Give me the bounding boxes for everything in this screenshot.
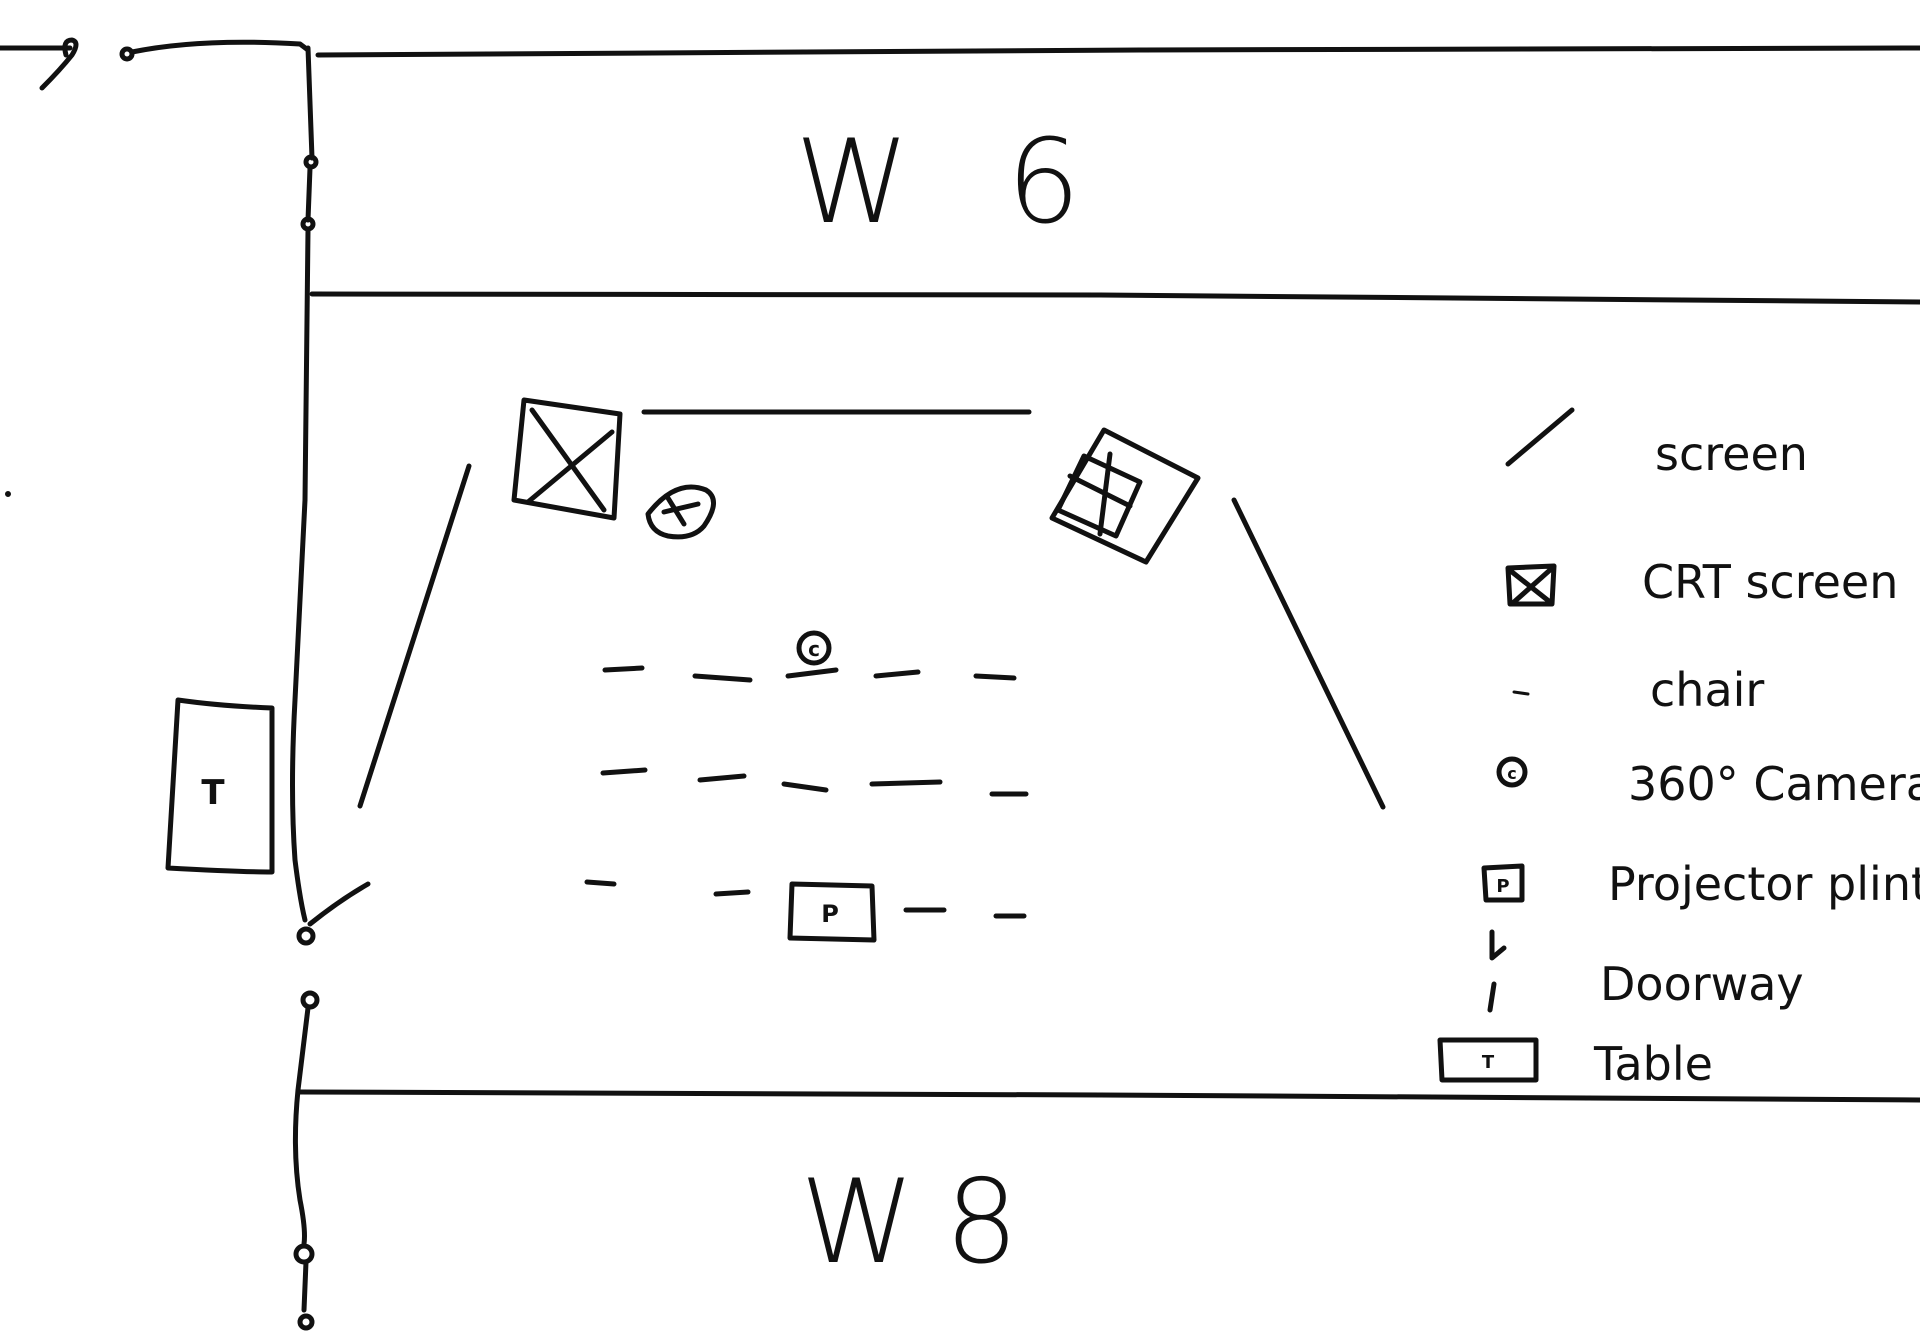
table-letter: T: [201, 773, 225, 813]
legend-label-doorway: Doorway: [1600, 957, 1804, 1011]
walls: [0, 37, 1920, 1331]
wall-w8-divider: [297, 1089, 1920, 1103]
plinth-outline: [787, 881, 877, 943]
crt-screen-left: [511, 397, 623, 521]
table-outline: [165, 697, 275, 875]
chair: [692, 673, 753, 683]
legend-camera-letter: c: [1507, 764, 1516, 783]
wall-node: [300, 990, 320, 1010]
legend-label-screen: screen: [1655, 427, 1808, 481]
camera-360-secondary: [645, 484, 716, 540]
legend-label-crt-screen: CRT screen: [1642, 555, 1898, 609]
room-label-w6: W 6: [795, 115, 1110, 250]
entry-arrow-icon: [39, 37, 79, 91]
legend-label-table: Table: [1593, 1037, 1713, 1091]
legend: screen CRT screen chair c 360° Camera P …: [1437, 407, 1920, 1091]
projector-plinth: P: [787, 881, 877, 943]
room-label-w8: W8: [800, 1155, 1049, 1290]
chair: [869, 779, 943, 787]
wall-node: [293, 1243, 315, 1265]
wall-node: [296, 926, 316, 946]
corridor-wall-middle: [290, 227, 311, 923]
table-legend-icon: [1437, 1037, 1539, 1083]
legend-plinth-letter: P: [1496, 876, 1509, 897]
camera-360: c: [796, 630, 832, 666]
screen-right: [1231, 497, 1386, 810]
chair: [713, 889, 751, 897]
corridor-wall-segment: [305, 165, 313, 223]
chairs: [584, 665, 1029, 919]
corridor-wall-upper: [305, 45, 315, 161]
projector-plinth-icon: [1481, 863, 1525, 903]
crt-outline: [511, 397, 623, 521]
wall-w6-divider: [309, 291, 1920, 305]
camera-mark: [661, 495, 701, 527]
chair-icon: [1512, 690, 1530, 696]
crt-cross: [1067, 451, 1133, 537]
chair: [781, 781, 829, 793]
legend-label-chair: chair: [1650, 663, 1764, 717]
plinth-letter: P: [821, 900, 839, 928]
legend-table-letter: T: [1482, 1052, 1495, 1073]
wall-node: [303, 154, 319, 170]
chair: [785, 667, 839, 679]
chair: [600, 767, 648, 776]
camera-ring: [796, 630, 832, 666]
legend-label-projector-plinth: Projector plinth.: [1608, 857, 1920, 911]
screen-line-icon: [1505, 407, 1575, 467]
chair: [602, 665, 645, 673]
crt-screen-icon: [1505, 563, 1557, 607]
table: T: [165, 697, 275, 875]
chair: [873, 669, 921, 679]
crt-outline: [1049, 427, 1201, 565]
camera-letter: c: [808, 637, 820, 661]
legend-label-360-camera: 360° Camera: [1628, 757, 1920, 811]
chair: [697, 773, 747, 783]
corridor-wall-end: [301, 1259, 309, 1313]
doorway-icon: [307, 881, 371, 927]
screen-left: [357, 463, 472, 809]
wall-node: [297, 1313, 315, 1331]
camera-360-icon: [1496, 756, 1528, 788]
screens: [357, 409, 1386, 810]
crt-cross: [525, 407, 615, 513]
crt-inner: [1055, 453, 1143, 539]
corridor-wall-lower: [292, 1005, 311, 1247]
crt-screen-right: [1049, 427, 1201, 565]
wall-top: [315, 45, 1920, 58]
chair: [973, 673, 1017, 681]
chair: [584, 879, 617, 887]
doorway-legend-icon: [1487, 929, 1507, 1013]
camera-outline: [645, 484, 716, 540]
top-wall-segment: [129, 39, 311, 55]
stray-dot: [5, 491, 11, 497]
